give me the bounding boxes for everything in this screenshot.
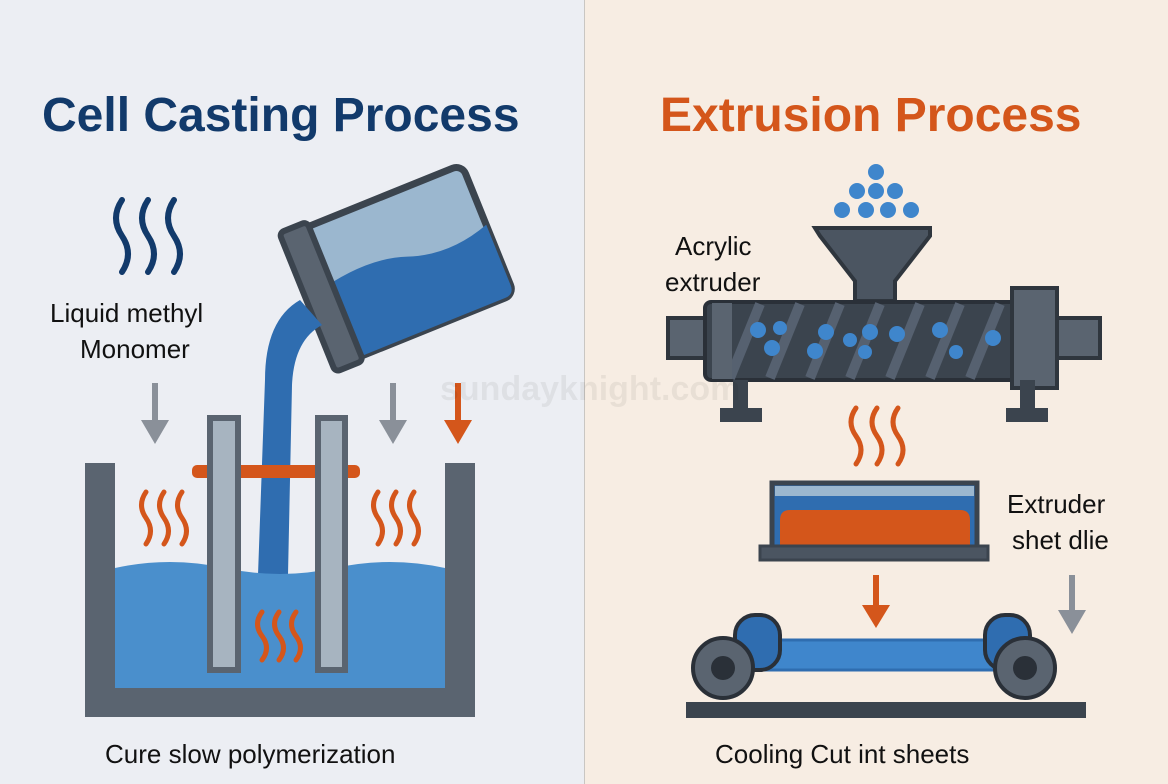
cell-casting-title: Cell Casting Process: [42, 89, 520, 142]
panel-divider: [584, 0, 585, 784]
heat-icon: [848, 405, 906, 467]
casting-tank: [85, 463, 475, 717]
glass-plate: [315, 415, 348, 673]
down-arrow-icon: [444, 383, 472, 444]
heat-icon: [139, 489, 421, 663]
die-label-line1: Extruder: [1007, 489, 1106, 519]
monomer-stream: [258, 300, 322, 575]
acrylic-pellets: [834, 164, 919, 218]
extruder-label-line2: extruder: [665, 267, 761, 297]
down-arrow-icon: [141, 383, 407, 444]
pouring-pitcher: [277, 164, 515, 374]
hopper: [811, 226, 932, 303]
extrusion-title: Extrusion Process: [660, 89, 1082, 142]
monomer-label-line2: Monomer: [80, 334, 190, 364]
steam-icon: [113, 197, 183, 275]
extruder-barrel: [666, 286, 1102, 422]
cooling-conveyor: [686, 613, 1086, 718]
cell-casting-caption: Cure slow polymerization: [105, 739, 396, 769]
die-label-line2: shet dlie: [1012, 525, 1109, 555]
down-arrow-icon: [862, 575, 890, 628]
extruder-label-line1: Acrylic: [675, 231, 752, 261]
monomer-liquid: [115, 562, 445, 688]
sheet-die: [758, 480, 990, 562]
watermark: sundayknight.com: [440, 370, 741, 408]
down-arrow-icon: [1058, 575, 1086, 634]
extrusion-caption: Cooling Cut int sheets: [715, 739, 970, 769]
monomer-label-line1: Liquid methyl: [50, 298, 204, 328]
glass-plate: [207, 415, 241, 673]
